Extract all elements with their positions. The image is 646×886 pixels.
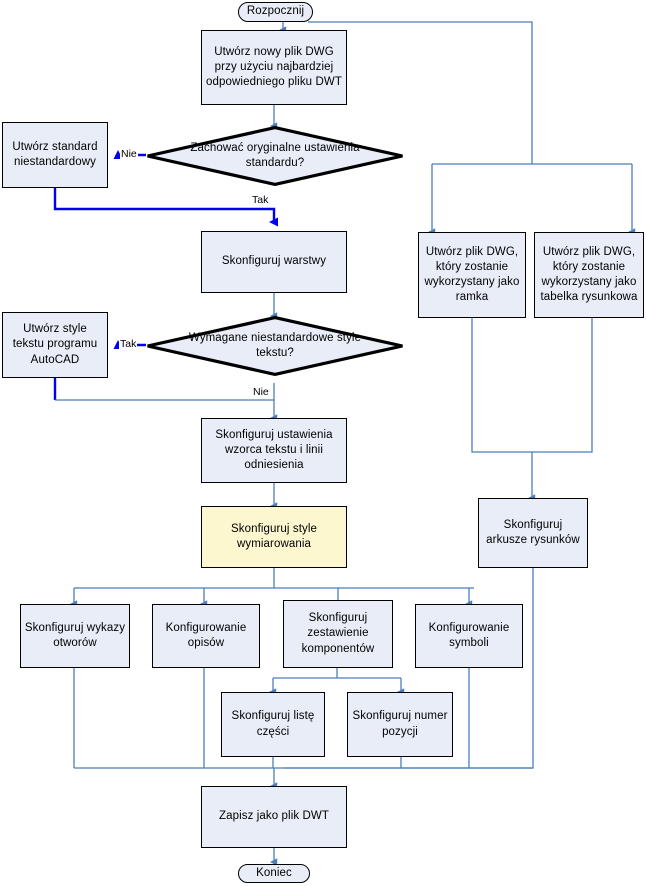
node-start[interactable]: Rozpocznij <box>238 2 313 22</box>
node-parts-list[interactable]: Skonfiguruj listę części <box>221 692 325 757</box>
node-frame-dwg[interactable]: Utwórz plik DWG, który zostanie wykorzys… <box>418 232 526 318</box>
node-hole-tables[interactable]: Skonfiguruj wykazy otworów <box>20 604 130 668</box>
node-annotations[interactable]: Konfigurowanie opisów <box>152 604 260 668</box>
node-titleblock-dwg-label: Utwórz plik DWG, który zostanie wykorzys… <box>540 245 638 304</box>
node-balloon[interactable]: Skonfiguruj numer pozycji <box>347 692 453 757</box>
node-bom-label: Skonfiguruj zestawienie komponentów <box>301 612 375 655</box>
node-symbols[interactable]: Konfigurowanie symboli <box>415 604 523 668</box>
node-decision-text-styles-label: Wymagane niestandardowe style tekstu? <box>188 331 362 359</box>
node-start-label: Rozpocznij <box>246 5 305 18</box>
node-titleblock-dwg[interactable]: Utwórz plik DWG, który zostanie wykorzys… <box>534 232 644 318</box>
edge-label-standard-yes: Tak <box>251 194 270 206</box>
node-create-dwg-label: Utwórz nowy plik DWG przy użyciu najbard… <box>206 45 342 89</box>
node-create-dwg[interactable]: Utwórz nowy plik DWG przy użyciu najbard… <box>201 30 347 105</box>
node-autocad-text-styles[interactable]: Utwórz style tekstu programu AutoCAD <box>2 312 108 378</box>
node-end-label: Koniec <box>256 866 292 879</box>
edge-label-text-no: Nie <box>252 386 270 398</box>
node-sheets-label: Skonfiguruj arkusze rysunków <box>486 518 580 546</box>
node-custom-standard-label: Utwórz standard niestandardowy <box>12 140 98 168</box>
node-layers[interactable]: Skonfiguruj warstwy <box>201 231 347 293</box>
node-hole-tables-label: Skonfiguruj wykazy otworów <box>24 621 126 649</box>
node-symbols-label: Konfigurowanie symboli <box>428 621 510 649</box>
node-custom-standard[interactable]: Utwórz standard niestandardowy <box>2 122 108 188</box>
edge-label-standard-no: Nie <box>120 148 138 160</box>
node-sheets[interactable]: Skonfiguruj arkusze rysunków <box>478 498 588 568</box>
edge-label-text-yes: Tak <box>119 338 138 350</box>
node-text-leader[interactable]: Skonfiguruj ustawienia wzorca tekstu i l… <box>201 418 347 483</box>
node-dim-styles-label: Skonfiguruj style wymiarowania <box>230 522 318 550</box>
node-end[interactable]: Koniec <box>238 864 310 883</box>
node-decision-standard-label: Zachować oryginalne ustawienia standardu… <box>190 141 360 169</box>
node-save-dwt[interactable]: Zapisz jako plik DWT <box>201 786 347 848</box>
node-dim-styles[interactable]: Skonfiguruj style wymiarowania <box>201 506 347 568</box>
node-balloon-label: Skonfiguruj numer pozycji <box>352 710 448 738</box>
node-save-dwt-label: Zapisz jako plik DWT <box>219 810 329 823</box>
node-frame-dwg-label: Utwórz plik DWG, który zostanie wykorzys… <box>424 245 520 304</box>
node-parts-list-label: Skonfiguruj listę części <box>231 710 315 738</box>
diamond-shape <box>147 126 403 186</box>
node-layers-label: Skonfiguruj warstwy <box>221 255 327 268</box>
node-text-leader-label: Skonfiguruj ustawienia wzorca tekstu i l… <box>215 428 333 472</box>
diamond-shape <box>147 316 403 376</box>
node-autocad-text-styles-label: Utwórz style tekstu programu AutoCAD <box>12 323 98 366</box>
node-annotations-label: Konfigurowanie opisów <box>165 621 247 649</box>
node-decision-text-styles[interactable]: Wymagane niestandardowe style tekstu? <box>146 316 404 376</box>
node-bom[interactable]: Skonfiguruj zestawienie komponentów <box>283 600 393 668</box>
node-decision-standard[interactable]: Zachować oryginalne ustawienia standardu… <box>146 126 404 186</box>
